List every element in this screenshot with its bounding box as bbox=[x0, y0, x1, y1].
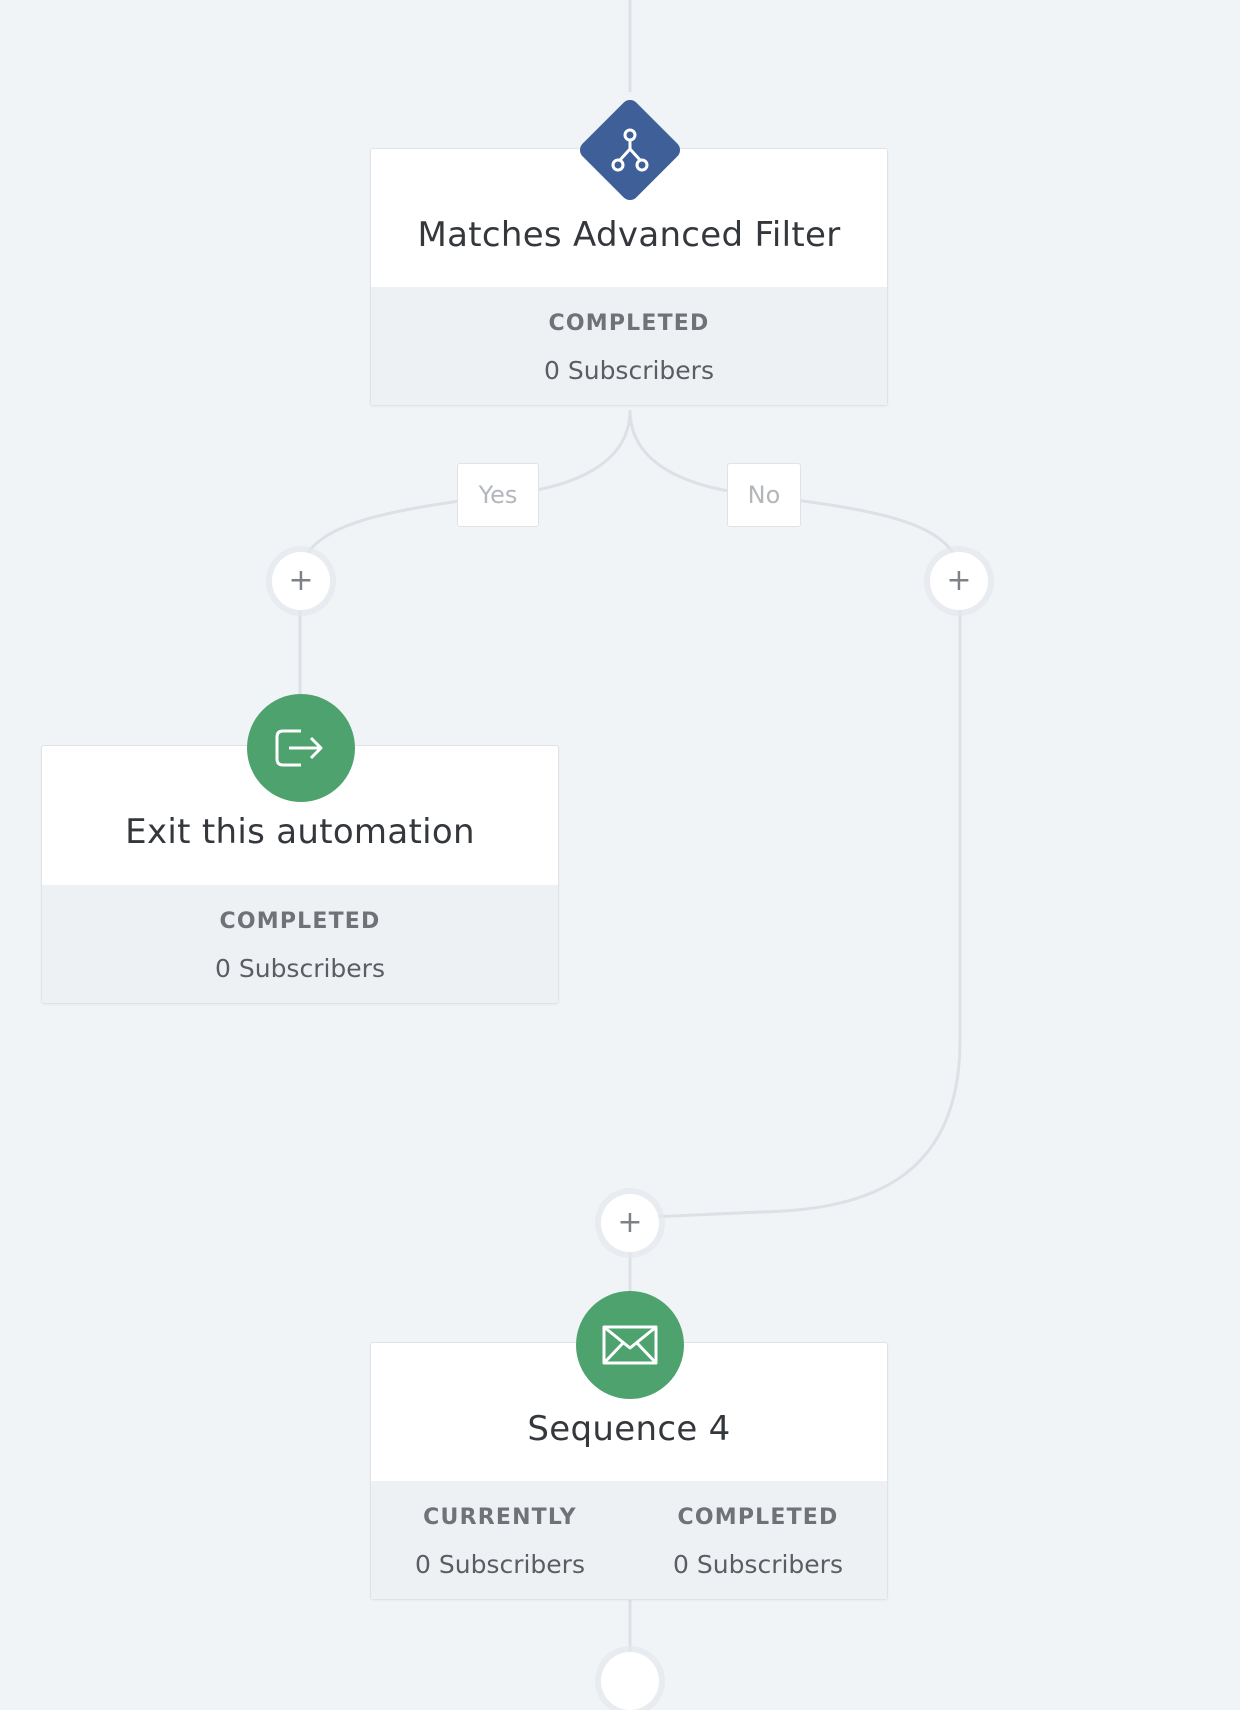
add-step-button-bottom[interactable] bbox=[601, 1652, 659, 1710]
stat-label: COMPLETED bbox=[219, 909, 381, 934]
add-step-button-no[interactable]: + bbox=[930, 552, 988, 610]
connector-no-branch bbox=[628, 409, 962, 1220]
sequence-node-title: Sequence 4 bbox=[527, 1409, 731, 1449]
connector-lines bbox=[298, 0, 962, 1664]
yes-branch-label: Yes bbox=[457, 463, 539, 527]
add-step-button-merge[interactable]: + bbox=[601, 1194, 659, 1252]
filter-node-stats: COMPLETED 0 Subscribers bbox=[371, 287, 887, 405]
filter-node-title: Matches Advanced Filter bbox=[417, 215, 841, 255]
add-step-button-yes[interactable]: + bbox=[272, 552, 330, 610]
branch-filter-icon[interactable] bbox=[576, 96, 684, 204]
filter-completed-stat: COMPLETED 0 Subscribers bbox=[499, 287, 759, 405]
stat-label: COMPLETED bbox=[677, 1505, 839, 1530]
exit-icon[interactable] bbox=[247, 694, 355, 802]
stat-value: 0 Subscribers bbox=[415, 1550, 585, 1579]
no-branch-label: No bbox=[727, 463, 801, 527]
stat-label: COMPLETED bbox=[548, 311, 710, 336]
stat-value: 0 Subscribers bbox=[673, 1550, 843, 1579]
exit-node-title: Exit this automation bbox=[125, 812, 475, 852]
exit-completed-stat: COMPLETED 0 Subscribers bbox=[170, 885, 430, 1003]
automation-canvas: Matches Advanced Filter COMPLETED 0 Subs… bbox=[41, 0, 988, 1710]
stat-value: 0 Subscribers bbox=[215, 954, 385, 983]
sequence-node-stats: CURRENTLY 0 Subscribers COMPLETED 0 Subs… bbox=[371, 1481, 887, 1599]
filter-node[interactable]: Matches Advanced Filter COMPLETED 0 Subs… bbox=[370, 148, 888, 406]
stat-label: CURRENTLY bbox=[423, 1505, 577, 1530]
exit-node-stats: COMPLETED 0 Subscribers bbox=[42, 885, 558, 1003]
stat-value: 0 Subscribers bbox=[544, 356, 714, 385]
sequence-currently-stat: CURRENTLY 0 Subscribers bbox=[371, 1481, 629, 1599]
envelope-icon[interactable] bbox=[576, 1291, 684, 1399]
sequence-completed-stat: COMPLETED 0 Subscribers bbox=[629, 1481, 887, 1599]
